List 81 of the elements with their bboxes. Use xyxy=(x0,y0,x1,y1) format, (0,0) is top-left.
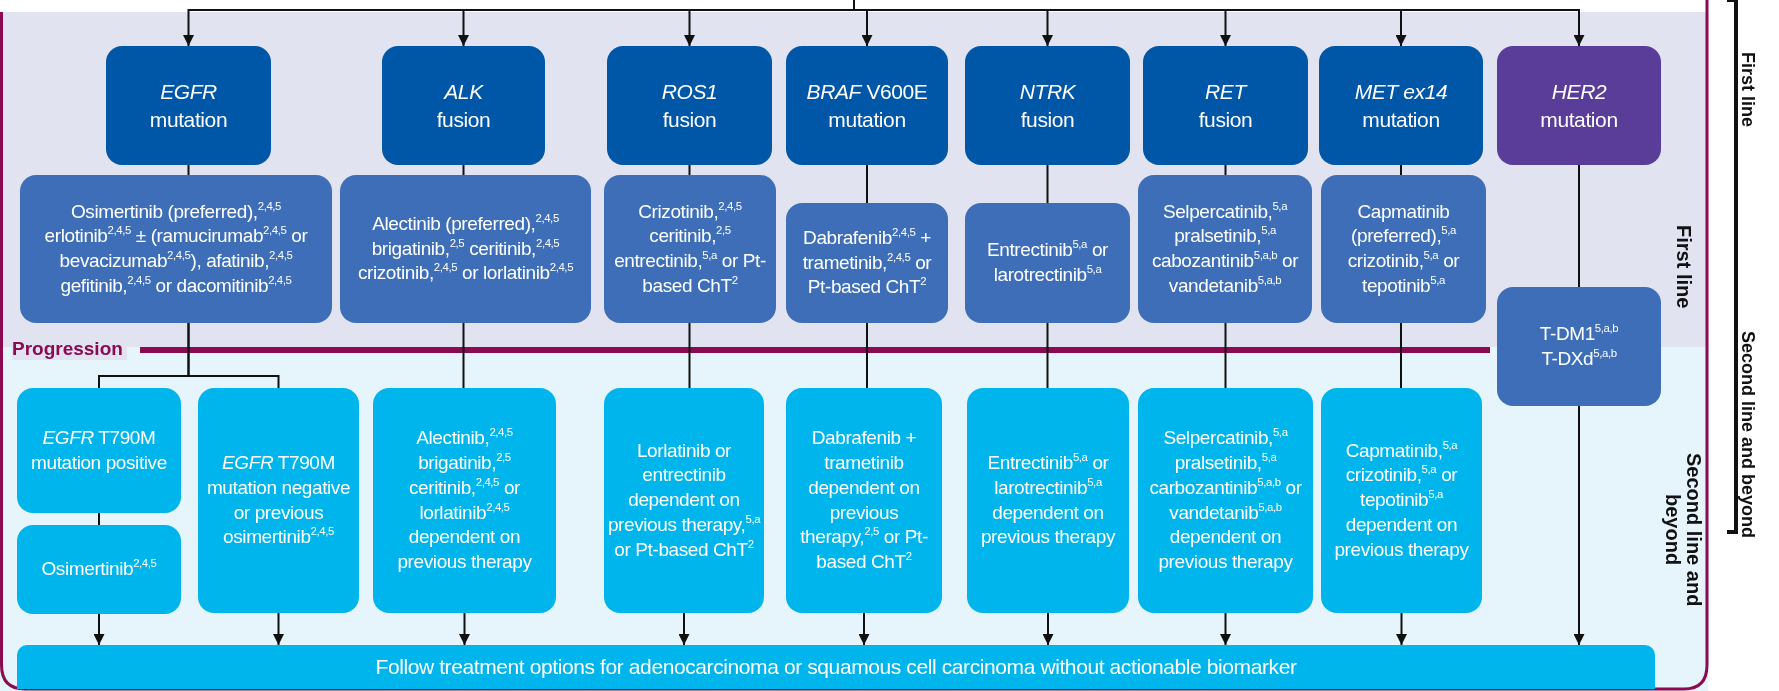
treatment-box xyxy=(17,388,181,513)
arrow xyxy=(678,612,690,646)
box-text: Capmatinib,$^{5,a}$ crizotinib,$^{5,a}$ or tepotinib$^{5,a}$ dependent on previous therapy xyxy=(1333,438,1470,562)
treatment-box xyxy=(17,525,181,614)
connector-line xyxy=(1046,322,1049,389)
connector-line xyxy=(1224,164,1227,176)
line-of-therapy-label: First line xyxy=(1737,51,1758,130)
biomarker-box xyxy=(786,46,948,165)
box-text: RET fusion xyxy=(1197,79,1254,133)
band-label: First line xyxy=(1672,224,1694,311)
box-text: ROS1 fusion xyxy=(660,79,719,133)
treatment-box xyxy=(786,203,948,323)
treatment-box xyxy=(1138,175,1312,323)
arrow xyxy=(1396,612,1407,646)
treatment-box xyxy=(786,388,942,613)
box-text: Selpercatinib,$^{5,a}$ pralsetinib,$^{5,a}$ carbozantinib$^{5,a,b}$ or vandetanib$^{5,a,b}$ dependent on previous therapy xyxy=(1148,426,1303,574)
arrow xyxy=(459,612,470,646)
box-text: T-DM1$^{5,a,b}$ T-DXd$^{5,a,b}$ xyxy=(1538,321,1620,371)
treatment-box xyxy=(1321,175,1486,323)
connector-line xyxy=(98,512,100,526)
connector-line xyxy=(1046,164,1049,204)
treatment-box xyxy=(20,175,332,323)
connector-line xyxy=(688,322,691,389)
biomarker-box xyxy=(1143,46,1308,165)
box-text: Alectinib,$^{2,4,5}$ brigatinib,$^{2,5}$ ceritinib,$^{2,4,5}$ or lorlatinib$^{2,4,5}$ dependent on previous therapy xyxy=(396,426,533,574)
arrow xyxy=(1042,612,1054,646)
box-text: Dabrafenib$^{2,4,5}$ + trametinib,$^{2,4,5}$ or Pt-based ChT$^{2}$ xyxy=(801,225,933,300)
connector-line xyxy=(462,164,465,176)
box-text: Entrectinib$^{5,a}$ or larotrectinib$^{5,a}$ xyxy=(986,238,1109,287)
box-text: Lorlatinib or entrectinib dependent on previous therapy,$^{5,a}$ or Pt-based ChT$^{2}$ xyxy=(606,438,762,562)
connector-line xyxy=(1224,322,1227,389)
arrow xyxy=(858,612,870,646)
treatment-box xyxy=(604,388,764,613)
line-of-therapy-label: Second line and beyond xyxy=(1737,330,1758,541)
box-text: Osimertinib$^{2,4,5}$ xyxy=(41,557,157,582)
connector-line xyxy=(1400,322,1402,389)
box-text: Entrectinib$^{5,a}$ or larotrectinib$^{5,a}$ dependent on previous therapy xyxy=(979,451,1117,550)
box-text: Follow treatment options for adenocarcinoma or squamous cell carcinoma without actionable biomarker xyxy=(375,654,1297,681)
treatment-box xyxy=(604,175,776,323)
arrow xyxy=(1220,612,1231,646)
box-text: HER2 mutation xyxy=(1539,79,1619,133)
box-text: MET ex14 mutation xyxy=(1353,79,1449,133)
biomarker-box xyxy=(1497,46,1661,165)
box-text: Crizotinib,$^{2,4,5}$ ceritinib,$^{2,5}$ entrectinib,$^{5,a}$ or Pt-based ChT$^{2}$ xyxy=(613,199,767,298)
connector-line xyxy=(462,322,465,389)
box-text: Selpercatinib,$^{5,a}$ pralsetinib,$^{5,a}$ cabozantinib$^{5,a,b}$ or vandetanib$^{5,a,b}$ xyxy=(1150,199,1300,298)
biomarker-box xyxy=(1319,46,1483,165)
treatment-box xyxy=(373,388,556,613)
box-text: BRAF V600E mutation xyxy=(805,79,929,133)
arrow xyxy=(273,612,284,646)
box-text: EGFR T790M mutation negative or previous osimertinib$^{2,4,5}$ xyxy=(205,451,352,550)
box-text: NTRK fusion xyxy=(1018,79,1077,133)
treatment-box xyxy=(198,388,359,613)
band-label: Second line and beyond xyxy=(1661,452,1704,609)
biomarker-box xyxy=(382,46,545,165)
box-text: Dabrafenib + trametinib dependent on previous therapy,$^{2,5}$ or Pt-based ChT$^{2}$ xyxy=(799,426,929,574)
arrow xyxy=(93,613,105,646)
biomarker-box xyxy=(106,46,271,165)
treatment-box xyxy=(1138,388,1313,613)
treatment-box xyxy=(967,388,1129,613)
biomarker-box xyxy=(965,46,1130,165)
connector-line xyxy=(187,164,190,176)
box-text: Osimertinib (preferred),$^{2,4,5}$ erlotinib$^{2,4,5}$ ± (ramucirumab$^{2,4,5}$ or bevacizumab$^{2,4,5}$), afatinib,$^{2,4,5}$ gefitinib,$^{2,4,5}$ or dacomitinib$^{2,4,5}$ xyxy=(43,199,309,298)
box-text: EGFR T790M mutation positive xyxy=(30,425,168,475)
connector-line xyxy=(187,322,280,389)
box-text: Alectinib (preferred),$^{2,4,5}$ brigatinib,$^{2,5}$ ceritinib,$^{2,4,5}$ crizotinib,$^{2,4,5}$ or lorlatinib$^{2,4,5}$ xyxy=(356,211,575,286)
connector-line xyxy=(1578,164,1580,288)
follow-up-box xyxy=(17,645,1655,689)
treatment-box xyxy=(1497,287,1661,406)
connector-line xyxy=(1400,164,1402,176)
treatment-box xyxy=(340,175,591,323)
biomarker-box xyxy=(607,46,772,165)
arrow xyxy=(1573,405,1585,646)
box-text: Capmatinib (preferred),$^{5,a}$ crizotinib,$^{5,a}$ or tepotinib$^{5,a}$ xyxy=(1346,199,1461,298)
treatment-box xyxy=(1321,388,1482,613)
treatment-box xyxy=(965,203,1130,323)
box-text: ALK fusion xyxy=(435,79,492,133)
connector-line xyxy=(688,164,691,176)
connector-line xyxy=(866,322,868,389)
box-text: EGFR mutation xyxy=(148,79,229,133)
connector-line xyxy=(866,164,868,204)
